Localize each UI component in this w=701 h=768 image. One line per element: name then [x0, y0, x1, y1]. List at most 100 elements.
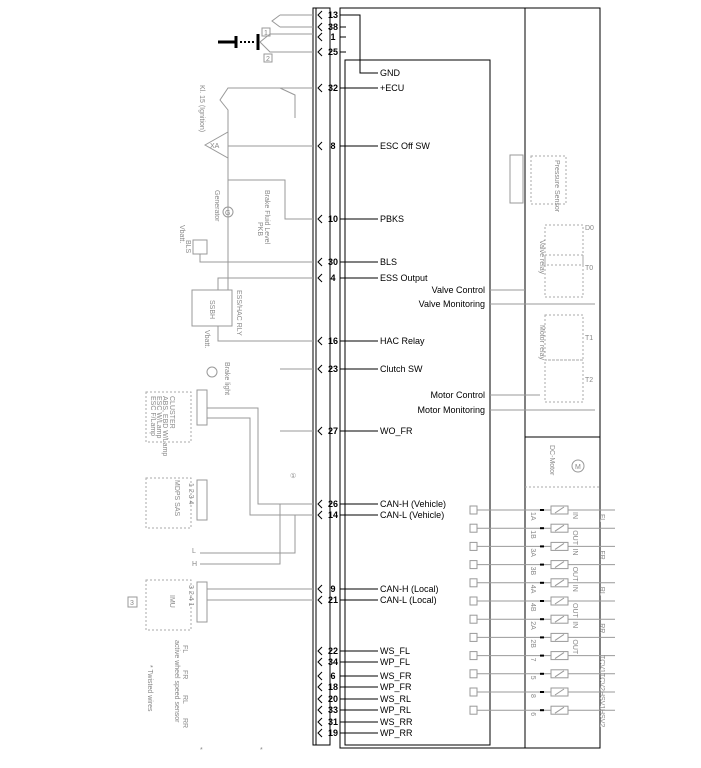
mdps-pins-label: 1 2 3 4 — [187, 483, 194, 505]
pin-socket-icon — [317, 214, 323, 224]
pin-socket-icon — [317, 10, 323, 20]
t1-label: T1 — [585, 335, 593, 342]
valve-io-label: IN — [571, 621, 578, 628]
wheel-speed-sensor-label: active wheel speed sensor — [173, 640, 180, 723]
pin-socket-icon — [317, 364, 323, 374]
ecu-pin-row: 13 — [317, 10, 346, 20]
twisted-marker-2: * — [260, 747, 263, 754]
imu-label: IMU — [168, 595, 175, 608]
pin-socket-icon — [317, 141, 323, 151]
valve-pin-label: 7 — [529, 658, 536, 662]
valve-diode-icon — [469, 705, 478, 715]
pin-number: 14 — [328, 510, 338, 520]
pin-socket-icon — [317, 22, 323, 32]
pin-socket-icon — [317, 510, 323, 520]
valve-io-label: IN — [571, 585, 578, 592]
fl-sensor-label: FL — [181, 645, 188, 653]
can-h-label: H — [192, 561, 197, 568]
pin-socket-icon — [317, 595, 323, 605]
pin-label: WS_RL — [380, 694, 411, 704]
brake-light-label: Brake light — [223, 362, 230, 395]
esc-wlamp-label: ESC W/Lamp — [155, 396, 162, 439]
connector-strip — [312, 7, 331, 746]
pin-number: 10 — [328, 214, 338, 224]
valve-diode-icon — [469, 596, 478, 606]
pin-label: WP_FL — [380, 657, 410, 667]
valve-group-label: TCV1 — [598, 655, 605, 673]
valve-group-label: TCV2 — [598, 673, 605, 691]
valve-diode-icon — [469, 651, 478, 661]
valve-pin-label: 1A — [529, 512, 536, 521]
dc-motor-label: DC-Motor — [548, 445, 555, 476]
pin-label: WO_FR — [380, 426, 413, 436]
warning-lamp-icon — [203, 131, 229, 159]
t2-label: T2 — [585, 377, 593, 384]
d0-label: D0 — [585, 225, 594, 232]
rl-sensor-label: RL — [181, 695, 188, 704]
pin-label: WP_FR — [380, 682, 412, 692]
ssbh-relay-box — [191, 289, 233, 327]
t0-label: T0 — [585, 265, 593, 272]
ignition-label: Kl. 15 (Ignition) — [198, 85, 205, 132]
pin-label: BLS — [380, 257, 397, 267]
pin-socket-icon — [317, 426, 323, 436]
valve-pin-label: 3A — [529, 548, 536, 557]
pin-socket-icon — [317, 682, 323, 692]
motor-relay-label: Motor relay — [538, 325, 545, 361]
pressure-sensor-label: Pressure Sensor — [553, 160, 560, 213]
valve-io-label: OUT — [571, 603, 578, 619]
pin-number: 16 — [328, 336, 338, 346]
ecu-pin-row: 16 HAC Relay — [317, 336, 425, 346]
valve-group-label: FR — [598, 550, 605, 559]
pin-label: WS_RR — [380, 717, 413, 727]
valve-pin-label: 5 — [529, 676, 536, 680]
valve-pin-label: 2A — [529, 621, 536, 630]
valve-diode-icon — [469, 560, 478, 570]
ecu-pin-row: 4 ESS Output — [317, 273, 428, 283]
pin-socket-icon — [317, 83, 323, 93]
pin-number: 30 — [328, 257, 338, 267]
valve-group-label: HSV2 — [598, 709, 605, 727]
gnd-label: GND — [380, 68, 401, 78]
valve-row: 8 — [469, 687, 615, 698]
pin-number: 4 — [330, 273, 335, 283]
pin-socket-icon — [317, 32, 323, 42]
twisted-marker-1: * — [200, 747, 203, 754]
valve-io-label: IN — [571, 548, 578, 555]
valve-io-label: IN — [571, 512, 578, 519]
valve-row: 3A IN — [469, 541, 615, 557]
pin-socket-icon — [317, 705, 323, 715]
valve-diode-icon — [469, 614, 478, 624]
pin-number: 34 — [328, 657, 338, 667]
cluster-label: CLUSTER — [168, 396, 175, 429]
motor-monitoring-label: Motor Monitoring — [417, 405, 485, 415]
pin-label: HAC Relay — [380, 336, 425, 346]
valve-row: 1A IN — [469, 505, 615, 521]
twisted-wires-note: * Twisted wires — [146, 665, 153, 712]
pin-number: 27 — [328, 426, 338, 436]
can-l-label: L — [192, 548, 196, 555]
valve-monitoring-label: Valve Monitoring — [419, 299, 485, 309]
pin-number: 38 — [328, 22, 338, 32]
vbatt-label-1: Vbatt. — [178, 225, 185, 243]
valve-group-label: FL — [598, 514, 605, 522]
pin-number: 26 — [328, 499, 338, 509]
pin-label: ESS Output — [380, 273, 428, 283]
generator-label: Generator — [213, 190, 220, 222]
generator-icon — [222, 206, 234, 218]
valve-pin-label: 4A — [529, 585, 536, 594]
valve-relay-label: Valve relay — [538, 240, 545, 275]
valve-diode-icon — [469, 632, 478, 642]
pin-number: 1 — [330, 32, 335, 42]
pin-number: 20 — [328, 694, 338, 704]
box-2-label: 2 — [266, 56, 270, 63]
